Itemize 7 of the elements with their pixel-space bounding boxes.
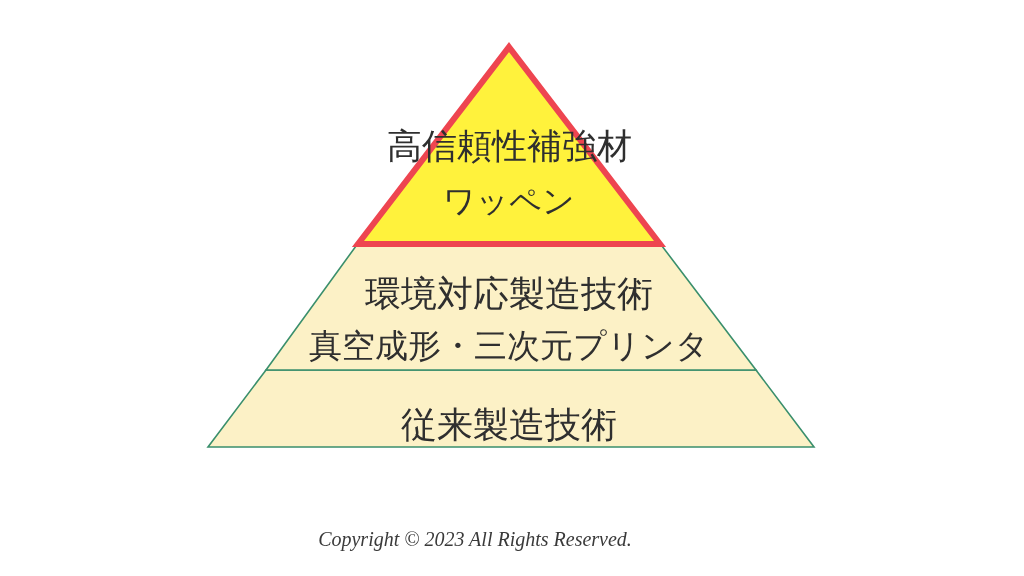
tier-label: 従来製造技術 — [401, 403, 617, 447]
tier-label: ワッペン — [443, 181, 575, 221]
tier-label: 真空成形・三次元プリンタ — [309, 326, 709, 366]
tier-label: 環境対応製造技術 — [365, 272, 653, 316]
pyramid-band — [264, 244, 758, 372]
copyright-notice: Copyright © 2023 All Rights Reserved. — [318, 528, 632, 551]
pyramid-band — [206, 368, 816, 449]
